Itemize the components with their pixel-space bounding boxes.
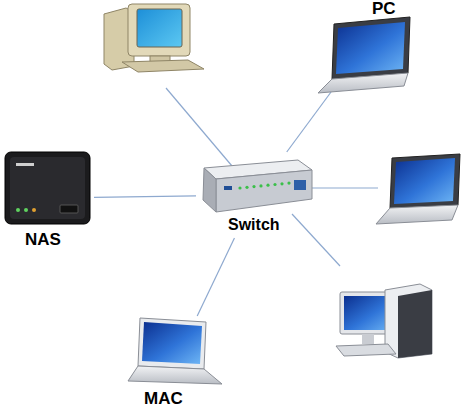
- status-light: [32, 208, 36, 212]
- device-label: PC: [372, 0, 396, 19]
- switch-front: [216, 170, 312, 212]
- tower-front: [398, 290, 432, 358]
- laptop-base: [128, 366, 222, 384]
- network-cable: [197, 238, 234, 316]
- switch-badge: [294, 180, 306, 190]
- device-node: NAS: [2, 146, 94, 250]
- switch-logo: [224, 186, 232, 190]
- device-label: Switch: [228, 216, 280, 234]
- switch-device: [203, 160, 312, 212]
- network-cable: [287, 92, 331, 152]
- laptop-lid: [332, 17, 410, 79]
- laptop-screen: [142, 322, 202, 364]
- nas-box: [5, 152, 90, 224]
- usb-port: [60, 205, 78, 213]
- network-cable: [292, 214, 340, 266]
- device-node: PC: [315, 0, 415, 92]
- laptop-screen: [336, 22, 405, 74]
- status-light: [16, 208, 20, 212]
- device-label: MAC: [144, 390, 183, 409]
- switch-node: Switch: [196, 152, 314, 238]
- keyboard: [336, 344, 396, 356]
- status-light: [24, 208, 28, 212]
- tower-case: [385, 284, 432, 358]
- unlabeled-wires: [166, 88, 378, 266]
- laptop-base: [376, 205, 458, 224]
- crt-desktop: [104, 4, 204, 72]
- laptop-lid: [390, 154, 460, 208]
- crt-monitor: [128, 4, 190, 56]
- crt-screen: [137, 9, 182, 47]
- network-cable: [312, 187, 378, 188]
- laptop: [376, 154, 460, 224]
- network-cable: [166, 88, 232, 166]
- device-label: NAS: [25, 231, 61, 250]
- nas-case: [5, 152, 90, 224]
- keyboard: [122, 60, 204, 72]
- edge-layer: [94, 92, 331, 316]
- laptop-lid: [138, 318, 206, 369]
- lcd-desktop: [336, 284, 432, 358]
- device-node: MAC: [128, 316, 222, 409]
- laptop-screen: [394, 158, 455, 204]
- mac-laptop: [128, 318, 222, 384]
- port-lights: [238, 182, 290, 190]
- nas-front: [10, 157, 85, 219]
- laptop: [318, 17, 410, 93]
- monitor-stand: [362, 334, 374, 344]
- switch-side: [203, 168, 216, 212]
- nas-logo-mark: [16, 163, 34, 166]
- network-cable: [94, 196, 196, 197]
- laptop-base: [318, 73, 408, 93]
